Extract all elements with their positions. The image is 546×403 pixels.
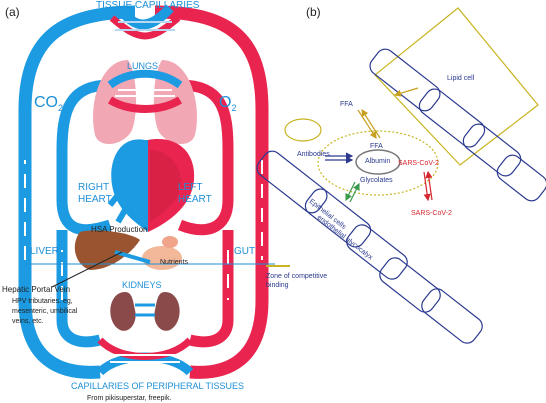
tissue-capillary-bed — [109, 4, 181, 40]
albumin-label: Albumin — [365, 158, 391, 165]
o2-label: O2 — [219, 94, 237, 114]
gut-label: GUT — [234, 246, 256, 257]
sars-inner-label: SARS-CoV-2 — [398, 160, 439, 167]
circulation-diagram — [18, 4, 275, 379]
arrow-sars-down — [423, 171, 431, 202]
ffa-inner-label: FFA — [370, 143, 383, 150]
liver — [74, 230, 140, 270]
albumin-binding-diagram — [256, 7, 546, 344]
arterial-vessel-lower — [188, 230, 234, 348]
hsa-production-label: HSA Production — [91, 225, 148, 234]
credit-label: From pikisuperstar, freepik. — [87, 395, 172, 402]
peripheral-capillaries-label: CAPILLARIES OF PERIPHERAL TISSUES — [71, 381, 245, 391]
glycolates-label: Glycolates — [360, 177, 393, 184]
venous-vessel-inner — [56, 79, 112, 236]
hpv-note-line-2: mesenteric, umbilical — [12, 308, 78, 315]
arterial-vessel-outer — [154, 5, 269, 379]
right-heart-line-2: HEART — [78, 194, 112, 205]
flow-arrows — [24, 160, 263, 300]
kidneys — [110, 292, 180, 331]
upper-cell-chain — [369, 48, 546, 202]
hpv-pointer — [51, 251, 123, 288]
lipid-cell — [374, 7, 539, 166]
venous-vessel-lower — [56, 230, 102, 348]
ffa-outer-label: FFA — [340, 101, 353, 108]
legend-line-1: Zone of competitive — [266, 273, 328, 280]
hpv-note-line-3: veins, etc. — [12, 318, 44, 325]
tissue-capillaries-label: TISSUE CAPILLARIES — [96, 0, 200, 11]
antibodies-label: Antibodies — [297, 151, 330, 158]
lungs-label: LUNGS — [127, 61, 159, 71]
kidneys-label: KIDNEYS — [122, 280, 162, 290]
arterial-vessel-inner — [177, 79, 234, 236]
arrow-ffa-in — [357, 109, 377, 140]
lipid-cell-label: Lipid cell — [447, 75, 475, 82]
panel-a-label: (a) — [5, 5, 20, 19]
panel-b-label: (b) — [306, 5, 321, 19]
arrow-glyco-up — [349, 182, 360, 203]
venous-vessel-outer — [18, 5, 136, 379]
hepatic-portal-vein-label: Hepatic Portal Vein — [2, 285, 71, 294]
arrow-ffa-out — [361, 108, 381, 139]
arrow-sars-up — [425, 170, 433, 201]
left-heart-line-1: LEFT — [178, 182, 203, 193]
left-heart-line-2: HEART — [178, 194, 212, 205]
arrow-lipid — [393, 87, 419, 97]
right-heart-line-1: RIGHT — [78, 182, 110, 193]
lungs — [93, 60, 197, 145]
ffa-droplet — [284, 118, 322, 142]
competitive-binding-zone — [317, 130, 439, 196]
albumin-molecule — [355, 149, 401, 175]
lower-cell-chain — [256, 150, 483, 344]
peripheral-capillary-bed — [96, 337, 194, 376]
hpv-note-line-1: HPV tributaries. eg, — [12, 298, 73, 305]
legend-line-2: binding — [266, 282, 289, 289]
liver-label: LIVER — [30, 246, 59, 257]
co2-label: CO2 — [34, 94, 64, 114]
heart — [107, 139, 195, 232]
sars-outer-label: SARS-CoV-2 — [411, 210, 452, 217]
nutrients-label: Nutrients — [160, 259, 189, 266]
